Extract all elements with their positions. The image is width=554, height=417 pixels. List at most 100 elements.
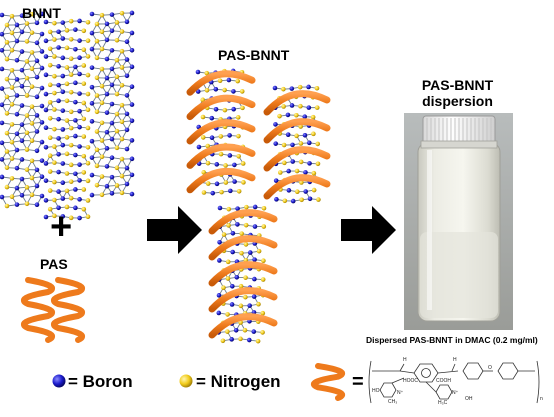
- nitrogen-atom: [95, 164, 100, 169]
- boron-atom: [125, 166, 130, 171]
- polymer-strand: [54, 280, 82, 340]
- nitrogen-atom: [30, 176, 35, 181]
- yellow-sphere-icon: [180, 375, 193, 388]
- nitrogen-atom: [277, 114, 282, 119]
- boron-atom: [290, 103, 295, 108]
- nitrogen-atom: [86, 126, 91, 131]
- nitrogen-atom: [260, 330, 265, 335]
- boron-atom: [307, 105, 312, 110]
- orange-helix-icon: [314, 366, 342, 398]
- nitrogen-atom: [262, 224, 267, 229]
- boron-atom: [252, 277, 257, 282]
- boron-atom: [73, 47, 78, 52]
- boron-atom: [15, 77, 20, 82]
- boron-atom: [56, 117, 61, 122]
- nitrogen-atom: [65, 135, 70, 140]
- boron-atom: [290, 86, 295, 91]
- boron-atom: [218, 206, 223, 211]
- nitrogen-atom: [315, 142, 320, 147]
- nitrogen-atom: [30, 104, 35, 109]
- boron-atom: [20, 68, 25, 73]
- nitrogen-atom: [218, 78, 223, 83]
- nitrogen-atom: [206, 181, 211, 186]
- boron-atom: [40, 66, 45, 71]
- boron-atom: [56, 99, 61, 104]
- nitrogen-atom: [48, 169, 53, 174]
- boron-atom: [0, 48, 4, 53]
- nitrogen-atom: [312, 188, 317, 193]
- boron-atom: [130, 102, 135, 107]
- boron-atom: [44, 145, 49, 150]
- boron-atom: [0, 86, 4, 91]
- nitrogen-atom: [235, 79, 240, 84]
- boron-atom: [217, 240, 222, 245]
- nitrogen-atom: [299, 197, 304, 202]
- nitrogen-atom: [299, 160, 304, 165]
- chem-oh-right: OH: [465, 396, 473, 402]
- boron-atom: [125, 112, 130, 117]
- boron-atom: [35, 41, 40, 46]
- boron-atom: [73, 171, 78, 176]
- boron-atom: [44, 54, 49, 59]
- boron-atom: [35, 168, 40, 173]
- nitrogen-atom: [281, 104, 286, 109]
- nitrogen-atom: [65, 65, 70, 70]
- boron-atom: [214, 87, 219, 92]
- boron-atom: [90, 12, 95, 17]
- nitrogen-atom: [100, 47, 105, 52]
- nitrogen-atom: [95, 183, 100, 188]
- chem-n-plus-left: N⁺: [397, 390, 403, 396]
- nitrogen-atom: [222, 232, 227, 237]
- nitrogen-atom: [48, 135, 53, 140]
- nitrogen-atom: [295, 189, 300, 194]
- nitrogen-atom: [69, 19, 74, 24]
- polymer-strand: [24, 280, 52, 340]
- boron-atom: [247, 338, 252, 343]
- boron-atom: [228, 189, 233, 194]
- boron-atom: [125, 147, 130, 152]
- nitrogen-atom: [202, 190, 207, 195]
- nitrogen-atom: [120, 11, 125, 16]
- boron-atom: [20, 103, 25, 108]
- boron-atom: [110, 137, 115, 142]
- chem-cooh-right: COOH: [436, 378, 451, 384]
- nitrogen-atom: [115, 146, 120, 151]
- nitrogen-atom: [82, 134, 87, 139]
- boron-atom: [56, 64, 61, 69]
- boron-atom: [73, 81, 78, 86]
- boron-atom: [130, 65, 135, 70]
- boron-atom: [61, 56, 66, 61]
- nitrogen-atom: [241, 161, 246, 166]
- nitrogen-atom: [244, 223, 249, 228]
- boron-atom: [286, 113, 291, 118]
- boron-atom: [77, 109, 82, 114]
- dispersion-title: PAS-BNNT dispersion: [400, 77, 515, 109]
- nitrogen-atom: [226, 223, 231, 228]
- boron-atom: [40, 140, 45, 145]
- bnnt-nanotube-cluster: [0, 11, 134, 221]
- boron-atom: [40, 32, 45, 37]
- nitrogen-atom: [69, 72, 74, 77]
- nitrogen-atom: [65, 28, 70, 33]
- right-arrow-icon: [147, 206, 202, 254]
- boron-atom: [110, 48, 115, 53]
- boron-atom: [77, 72, 82, 77]
- nitrogen-atom: [239, 231, 244, 236]
- boron-atom: [290, 143, 295, 148]
- boron-atom: [15, 186, 20, 191]
- boron-atom: [35, 75, 40, 80]
- nitrogen-atom: [25, 59, 30, 64]
- nitrogen-atom: [95, 129, 100, 134]
- nitrogen-atom: [219, 190, 224, 195]
- boron-atom: [56, 189, 61, 194]
- boron-atom: [110, 67, 115, 72]
- boron-atom: [0, 121, 4, 126]
- boron-atom: [231, 107, 236, 112]
- boron-atom: [232, 179, 237, 184]
- boron-atom: [210, 135, 215, 140]
- boron-atom: [44, 92, 49, 97]
- boron-atom: [234, 328, 239, 333]
- nitrogen-atom: [243, 328, 248, 333]
- nitrogen-atom: [52, 91, 57, 96]
- boron-atom: [40, 120, 45, 125]
